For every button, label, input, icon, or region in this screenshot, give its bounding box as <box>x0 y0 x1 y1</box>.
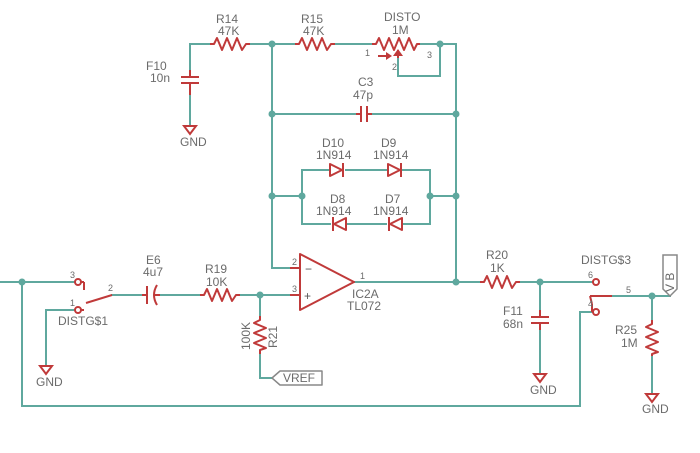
disto-pin1: 1 <box>365 48 370 58</box>
r25-name: R25 <box>615 323 637 337</box>
r21-value: 100K <box>239 322 253 350</box>
distg1-pin3: 3 <box>70 270 75 280</box>
f10-value: 10n <box>150 71 170 85</box>
r25-value: 1M <box>621 336 638 350</box>
vb-label: V B <box>663 273 677 292</box>
gnd-label-left: GND <box>36 375 63 389</box>
junction-dots <box>18 40 656 300</box>
distg3-pin6: 6 <box>588 270 593 280</box>
r21-name: R21 <box>266 326 280 348</box>
gnd-label-f11: GND <box>530 383 557 397</box>
c3-name: C3 <box>358 75 374 89</box>
diode-d7[interactable]: D7 1N914 <box>373 192 409 231</box>
switch-distg1[interactable]: 3 1 2 DISTG$1 <box>58 270 113 328</box>
r19-name: R19 <box>205 262 227 276</box>
r14-value: 47K <box>218 24 239 38</box>
diode-d10[interactable]: D10 1N914 <box>316 136 352 177</box>
ic2a-pin2: 2 <box>292 257 297 267</box>
distg1-name: DISTG$1 <box>58 314 108 328</box>
vref-label: VREF <box>283 371 315 385</box>
resistor-r15[interactable]: R15 47K <box>295 12 335 51</box>
ground-f11: GND <box>530 373 557 397</box>
ground-r25: GND <box>642 393 669 416</box>
disto-value: 1M <box>392 23 409 37</box>
disto-pin2: 2 <box>392 62 397 72</box>
e6-value: 4u7 <box>143 265 163 279</box>
r20-value: 1K <box>490 261 505 275</box>
d9-value: 1N914 <box>373 148 409 162</box>
disto-name: DISTO <box>384 10 420 24</box>
diode-d9[interactable]: D9 1N914 <box>373 136 409 177</box>
switch-distg3[interactable]: 6 4 5 DISTG$3 <box>581 253 631 316</box>
distg1-pin1: 1 <box>70 298 75 308</box>
gnd-label-f10: GND <box>180 135 207 149</box>
distg1-pin2: 2 <box>108 283 113 293</box>
r20-name: R20 <box>486 248 508 262</box>
d8-name: D8 <box>330 192 346 206</box>
resistor-r19[interactable]: R19 10K <box>200 262 240 302</box>
disto-pin3: 3 <box>427 50 432 60</box>
ic2a-pin1: 1 <box>360 271 365 281</box>
capacitor-c3[interactable]: C3 47p <box>353 75 374 122</box>
c3-value: 47p <box>353 88 373 102</box>
gnd-label-r25: GND <box>642 402 669 416</box>
f11-value: 68n <box>503 317 523 331</box>
distg3-pin5: 5 <box>626 285 631 295</box>
resistor-r25[interactable]: R25 1M <box>615 320 659 356</box>
r14-name: R14 <box>216 12 238 26</box>
resistor-r20[interactable]: R20 1K <box>480 248 520 289</box>
d10-value: 1N914 <box>316 148 352 162</box>
d7-name: D7 <box>385 192 401 206</box>
diode-d8[interactable]: D8 1N914 <box>316 192 352 231</box>
capacitor-f11[interactable]: F11 68n <box>503 304 549 331</box>
d10-name: D10 <box>322 136 344 150</box>
r15-name: R15 <box>301 12 323 26</box>
ic2a-plus: + <box>304 289 311 303</box>
wires <box>0 43 671 407</box>
d8-value: 1N914 <box>316 204 352 218</box>
distg3-pin4: 4 <box>588 299 593 309</box>
ground-f10: GND <box>180 125 207 149</box>
capacitor-e6[interactable]: E6 4u7 <box>142 253 163 306</box>
ic2a-pin3: 3 <box>292 284 297 294</box>
resistor-r14[interactable]: R14 47K <box>210 12 250 51</box>
vref-flag: VREF <box>271 370 323 386</box>
resistor-r21[interactable]: 100K R21 <box>239 316 280 354</box>
f10-name: F10 <box>146 59 167 73</box>
ic2a-minus: − <box>305 262 312 276</box>
f11-name: F11 <box>503 304 523 318</box>
vb-flag: V B <box>662 254 678 298</box>
capacitor-f10[interactable]: F10 10n <box>146 59 199 125</box>
opamp-ic2a[interactable]: − + 2 3 1 IC2A TL072 <box>290 253 381 313</box>
ground-left: GND <box>36 365 63 389</box>
r15-value: 47K <box>303 24 324 38</box>
ic2a-value: TL072 <box>347 299 381 313</box>
ic2a-name: IC2A <box>352 287 379 301</box>
d9-name: D9 <box>381 136 397 150</box>
d7-value: 1N914 <box>373 204 409 218</box>
potentiometer-disto[interactable]: DISTO 1M 1 2 3 <box>365 10 432 72</box>
e6-name: E6 <box>146 253 161 267</box>
r19-value: 10K <box>206 275 227 289</box>
distg3-name: DISTG$3 <box>581 253 631 267</box>
